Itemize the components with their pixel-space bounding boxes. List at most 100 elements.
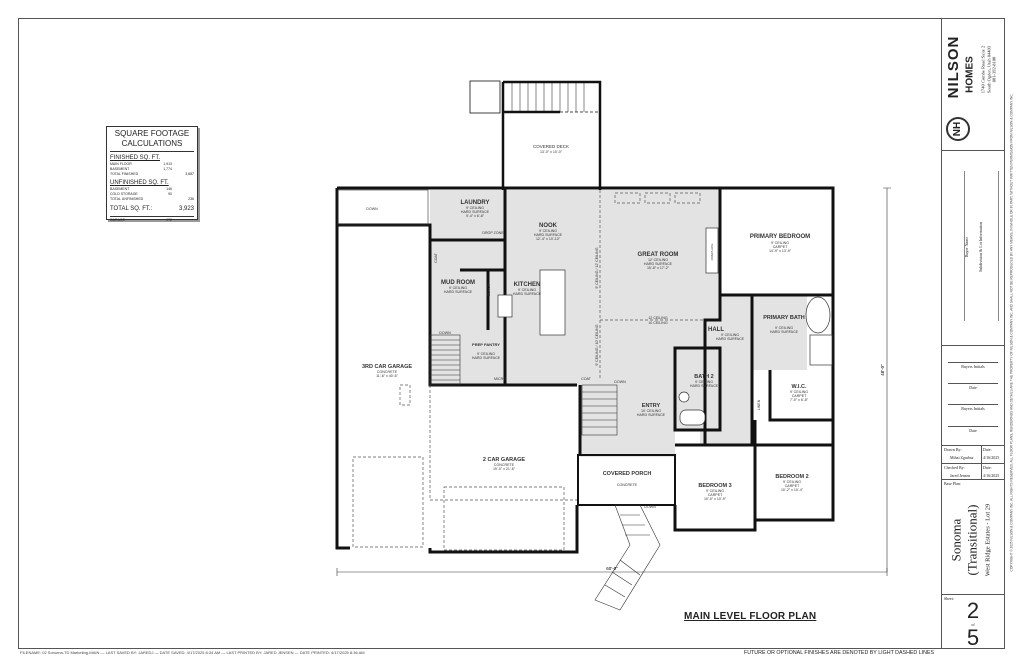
drawn-checked-section: Drawn By: Mihai Zgurbur Date: 4/16/2025 … [942, 446, 1004, 480]
room-finish: HARD SURFACE [513, 292, 542, 296]
drawn-date: 4/16/2025 [983, 455, 1000, 460]
ceiling-change-label: 10 CEILING [648, 321, 668, 325]
fixtures [497, 227, 833, 426]
initials-section: Buyers Initials Date Buyers Initials Dat… [942, 346, 1004, 446]
subdivision-label: Subdivision & Lot Information [978, 222, 983, 272]
covered-deck [469, 80, 602, 190]
row-value: 1,913 [163, 162, 172, 166]
room-ceiling: 9' CEILING [775, 326, 793, 330]
room-size: 7'-0" x 6'-8" [790, 398, 809, 402]
row-value: 3,687 [185, 172, 194, 176]
room-name: 3RD CAR GARAGE [362, 364, 412, 370]
brand-name: NILSON [945, 35, 962, 99]
room-finish: HARD SURFACE [770, 330, 799, 334]
room-name: BEDROOM 2 [775, 474, 808, 480]
room-size: 14'-9" x 13'-9" [769, 249, 792, 253]
row-label: BASEMENT [110, 187, 130, 191]
room-size: 10'-2" x 10'-4" [781, 488, 804, 492]
buyer-section: Buyer Name Subdivision & Lot Information [942, 151, 1004, 346]
finished-row: MAIN FLOOR 1,913 [110, 162, 194, 167]
room-finish: HARD SURFACE [444, 290, 473, 294]
row-label: MAIN FLOOR [110, 162, 132, 166]
row-value: 236 [188, 197, 194, 201]
room-ceiling: 9' CEILING [771, 241, 789, 245]
optional-finish-dashed-lines [352, 190, 705, 551]
square-footage-table: SQUARE FOOTAGE CALCULATIONS FINISHED SQ.… [106, 126, 198, 223]
stair-down-label: DOWN [366, 207, 378, 211]
row-value: 90 [168, 192, 172, 196]
room-size: 19'-0" x 21'-6" [493, 467, 516, 471]
square-footage-title: SQUARE FOOTAGE CALCULATIONS [110, 129, 194, 152]
garage-row: GARAGE 972 [110, 216, 194, 223]
room-finish: HARD SURFACE [472, 356, 501, 360]
room-name: PRIMARY BEDROOM [750, 234, 810, 240]
drawing-frame [18, 18, 942, 649]
row-label: GARAGE [110, 218, 125, 222]
room-name: PREP PANTRY [472, 342, 500, 347]
logo-section: NH NILSON HOMES 1740 Combe Road Suite 2 … [942, 19, 1004, 151]
file-info-footer: FILENAME: 02 Sonoma-TD Marketing-MAIN — … [20, 650, 365, 655]
room-ceiling: 9' CEILING [706, 489, 724, 493]
stair-down-label: DOWN [644, 505, 656, 509]
room-ceiling: 9' CEILING [783, 480, 801, 484]
title-block: NH NILSON HOMES 1740 Combe Road Suite 2 … [942, 18, 1005, 649]
room-name: GREAT ROOM [638, 252, 679, 258]
address-block: 1740 Combe Road Suite 2 South Ogden, Uta… [981, 34, 998, 104]
micro-label: MICRO [494, 377, 506, 381]
ceiling-change-label: 9' CEILING / 12' CEILING [595, 247, 599, 288]
room-finish: HARD SURFACE [644, 262, 673, 266]
coat-label: COAT [434, 252, 438, 263]
room-finish: CONCRETE [494, 463, 515, 467]
lot-info: West Ridge Estates - Lot 29 [984, 503, 991, 577]
logo-mark: NH [946, 117, 970, 141]
copyright-text: COPYRIGHT © 2025 NILSON & COMPANY INC. A… [1009, 93, 1014, 572]
room-ceiling: 9' CEILING [695, 380, 713, 384]
room-name: PRIMARY BATH [763, 315, 804, 321]
room-name: LAUNDRY [460, 200, 489, 206]
room-name: W.I.C. [792, 384, 807, 390]
stairs [337, 189, 661, 611]
room-name: COVERED DECK [533, 144, 569, 149]
unfinished-heading: UNFINISHED SQ. FT. [110, 180, 169, 186]
room-finish: CONCRETE [377, 370, 398, 374]
hard-surface-fill [430, 190, 807, 457]
room-size: 9'-4" x 6'-8" [466, 214, 485, 218]
room-name: HALL [708, 327, 724, 333]
room-finish: CONCRETE [617, 483, 638, 487]
row-value: 1,774 [163, 167, 172, 171]
room-name: COVERED PORCH [603, 471, 652, 477]
base-plan-label: Base Plan: [944, 481, 961, 486]
sheet-label: Sheet: [944, 596, 954, 601]
room-finish: CARPET [708, 493, 723, 497]
drawn-by-label: Drawn By: [944, 447, 962, 452]
room-ceiling: 9' CEILING [477, 352, 495, 356]
checked-by-label: Checked By: [944, 465, 965, 470]
depth-dimension: 48'-0" [880, 364, 885, 376]
plan-title: MAIN LEVEL FLOOR PLAN [684, 611, 817, 622]
coat-label: COAT [581, 377, 592, 381]
drop-zone-label: DROP ZONE [482, 231, 504, 235]
room-labels: COVERED DECK 13'-0" x 10'-0" LAUNDRY 9' … [362, 144, 810, 509]
ceiling-change-label: 9' CEILING / 10' CEILING [595, 324, 599, 365]
stair-down-label: DOWN [614, 380, 626, 384]
drawn-by: Mihai Zgurbur [950, 455, 974, 460]
bench-label: BENCH [487, 283, 491, 296]
room-size: 10'-0" x 10'-9" [704, 497, 727, 501]
total-row: TOTAL SQ. FT.:3,923 [110, 206, 194, 213]
room-name: NOOK [539, 223, 558, 229]
plan-style: (Transitional) [964, 504, 979, 576]
row-value: 972 [166, 218, 172, 222]
sheet-section: Sheet: 2 of 5 [942, 595, 1004, 650]
phone: 801-392-8100 [991, 56, 997, 82]
room-ceiling: 9' CEILING [518, 288, 536, 292]
base-plan-section: Base Plan: Sonoma (Transitional) West Ri… [942, 480, 1004, 595]
room-name: BEDROOM 3 [698, 483, 731, 489]
room-name: ENTRY [642, 403, 661, 409]
date-label: Date [948, 383, 998, 390]
room-finish: HARD SURFACE [534, 233, 563, 237]
room-name: 2 CAR GARAGE [483, 457, 526, 463]
floor-plan: 60'-0" 48'-0" COVERED DECK 13'-0" x 10'-… [335, 80, 891, 611]
